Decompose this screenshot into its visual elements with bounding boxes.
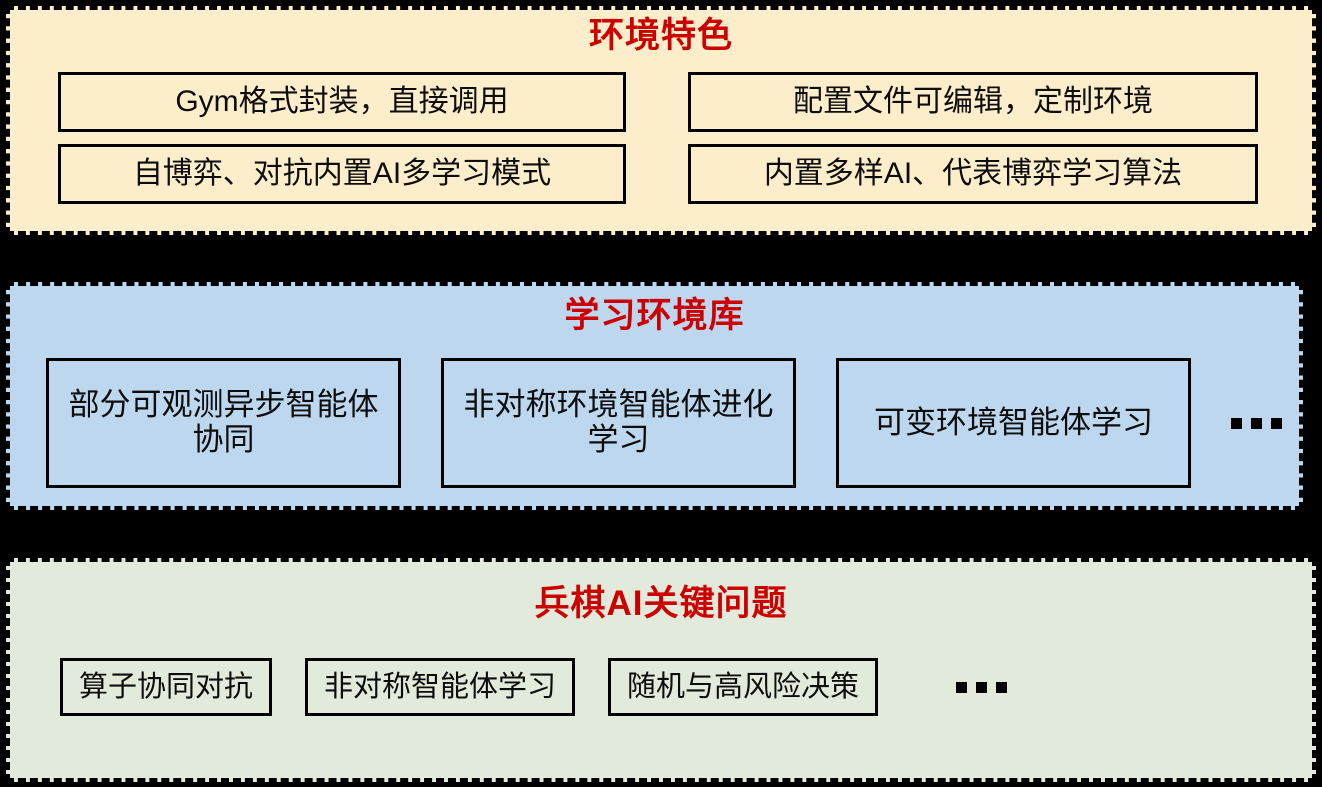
section-wargame-ai-key-issues: 兵棋AI关键问题 算子协同对抗 非对称智能体学习 随机与高风险决策	[6, 558, 1316, 782]
ellipsis-dot-icon	[975, 681, 987, 693]
ellipsis-dot-icon	[995, 681, 1007, 693]
environment-item-partial-observable-async[interactable]: 部分可观测异步智能体协同	[46, 358, 401, 488]
ellipsis-dot-icon	[1271, 417, 1282, 429]
feature-item-builtin-ai-algorithms[interactable]: 内置多样AI、代表博弈学习算法	[688, 144, 1258, 204]
environment-list: 部分可观测异步智能体协同 非对称环境智能体进化学习 可变环境智能体学习	[46, 358, 1282, 488]
ellipsis-dot-icon	[1231, 417, 1242, 429]
issue-item-asymmetric-agent-learning[interactable]: 非对称智能体学习	[305, 658, 576, 716]
feature-item-config-editable[interactable]: 配置文件可编辑，定制环境	[688, 72, 1258, 132]
ellipsis-dot-icon	[955, 681, 967, 693]
more-ellipsis-icon	[911, 658, 1051, 716]
issue-item-operator-cooperative-confrontation[interactable]: 算子协同对抗	[60, 658, 273, 716]
section-title-wargame-ai-key-issues: 兵棋AI关键问题	[534, 584, 788, 623]
environment-item-asymmetric-evolution[interactable]: 非对称环境智能体进化学习	[441, 358, 796, 488]
feature-item-gym-wrapper[interactable]: Gym格式封装，直接调用	[58, 72, 626, 132]
more-ellipsis-icon	[1231, 358, 1282, 488]
section-learning-environment-library: 学习环境库 部分可观测异步智能体协同 非对称环境智能体进化学习 可变环境智能体学…	[6, 282, 1303, 510]
environment-item-variable-environment[interactable]: 可变环境智能体学习	[836, 358, 1191, 488]
issue-list: 算子协同对抗 非对称智能体学习 随机与高风险决策	[60, 658, 1282, 716]
feature-item-selfplay-modes[interactable]: 自博弈、对抗内置AI多学习模式	[58, 144, 626, 204]
feature-grid: Gym格式封装，直接调用 配置文件可编辑，定制环境 自博弈、对抗内置AI多学习模…	[58, 72, 1258, 204]
section-title-learning-environment-library: 学习环境库	[564, 296, 745, 335]
section-title-environment-features: 环境特色	[588, 16, 733, 55]
ellipsis-dot-icon	[1251, 417, 1262, 429]
issue-item-stochastic-high-risk-decision[interactable]: 随机与高风险决策	[608, 658, 879, 716]
section-environment-features: 环境特色 Gym格式封装，直接调用 配置文件可编辑，定制环境 自博弈、对抗内置A…	[6, 6, 1316, 235]
